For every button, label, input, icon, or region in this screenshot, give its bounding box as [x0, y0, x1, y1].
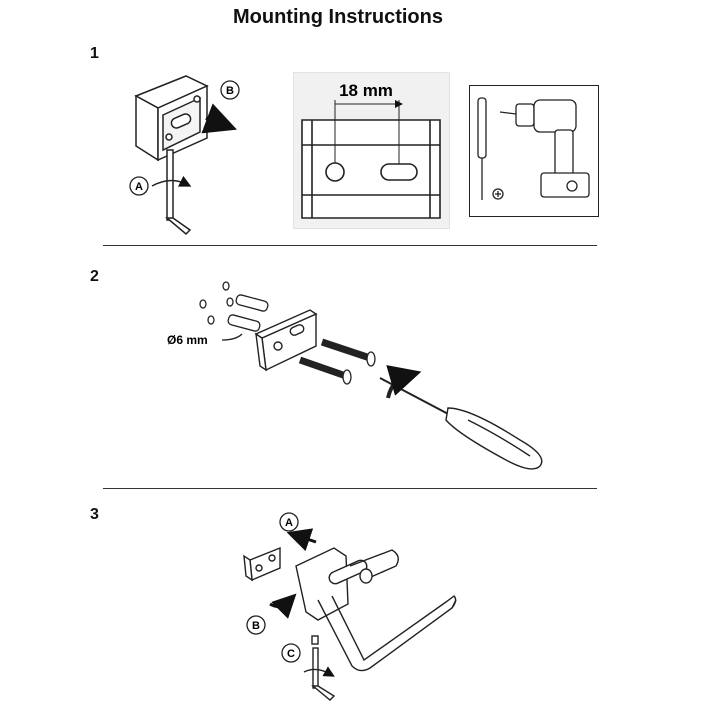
drill-size-label: Ø6 mm	[167, 333, 208, 347]
step-number-1: 1	[90, 45, 99, 62]
wall-plugs-icon	[199, 281, 269, 341]
plate-icon	[301, 100, 441, 219]
screws-icon	[298, 338, 376, 385]
label-a-circle-3	[279, 512, 299, 532]
measure-label: 18 mm	[339, 81, 393, 100]
label-b: B	[226, 85, 234, 97]
step-number-2: 2	[90, 268, 99, 285]
hex-key-icon-3	[303, 635, 336, 701]
small-bracket-icon	[243, 546, 281, 582]
label-b-circle-3	[246, 615, 266, 635]
step-number-3: 3	[90, 506, 99, 523]
screwdriver-icon	[477, 97, 504, 200]
label-c-circle	[281, 643, 301, 663]
label-a: A	[135, 181, 143, 193]
arrow-b-icon	[201, 103, 237, 134]
arrow-b-icon-3	[269, 593, 297, 619]
hex-key-icon	[151, 149, 192, 236]
label-a-step3: A	[285, 517, 293, 529]
divider-1	[103, 245, 597, 246]
label-a-circle	[129, 176, 149, 196]
screwdriver-icon-large	[379, 365, 543, 470]
label-b-circle	[220, 80, 240, 100]
bracket-icon	[134, 75, 209, 162]
drill-icon	[499, 99, 590, 198]
arrow-a-icon	[286, 528, 317, 552]
page-title: Mounting Instructions	[233, 6, 443, 28]
wall-bracket-icon	[254, 309, 318, 372]
paper-holder-icon	[295, 547, 457, 672]
label-b-step3: B	[252, 620, 260, 632]
divider-2	[103, 488, 597, 489]
label-c-step3: C	[287, 648, 295, 660]
